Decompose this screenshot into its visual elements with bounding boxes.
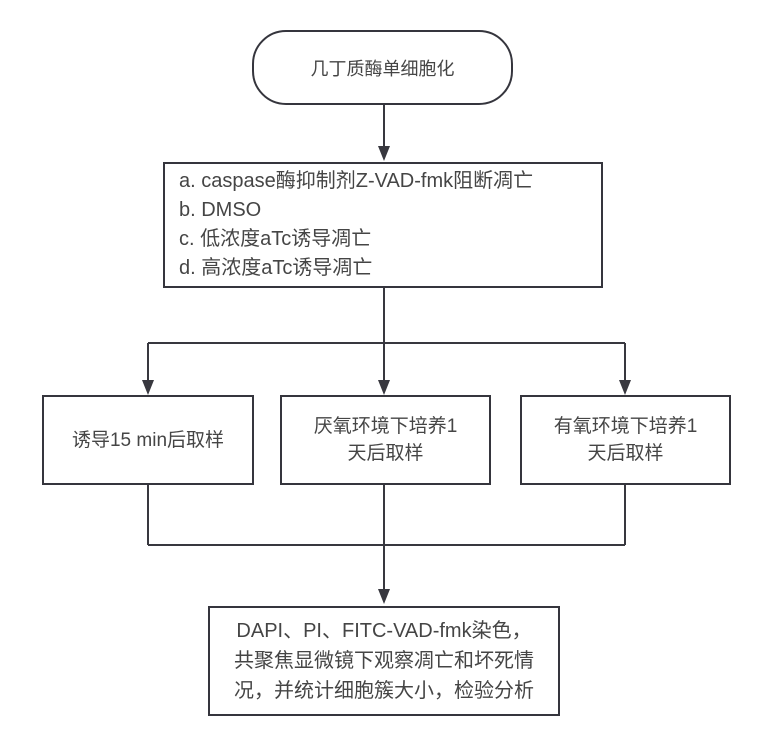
condition-item-a: a. caspase酶抑制剂Z-VAD-fmk阻断凋亡 bbox=[179, 170, 534, 192]
condition-item-d: d. 高浓度aTc诱导凋亡 bbox=[179, 257, 373, 279]
branch-aerobic-label-line1: 有氧环境下培养1 bbox=[553, 416, 698, 437]
start-node: 几丁质酶单细胞化 bbox=[252, 30, 513, 105]
arrowhead-down-icon bbox=[378, 380, 390, 395]
treatment-conditions-node: a. caspase酶抑制剂Z-VAD-fmk阻断凋亡 b. DMSO c. 低… bbox=[163, 162, 603, 288]
final-analysis-line1: DAPI、PI、FITC-VAD-fmk染色， bbox=[236, 620, 532, 642]
branch-anaerobic-label-line2: 天后取样 bbox=[347, 443, 424, 464]
branch-sample-15min-node: 诱导15 min后取样 bbox=[42, 395, 254, 485]
arrowhead-down-icon bbox=[142, 380, 154, 395]
branch-aerobic-node: 有氧环境下培养1 天后取样 bbox=[520, 395, 731, 485]
branch-aerobic-label-line2: 天后取样 bbox=[587, 443, 664, 464]
arrowhead-down-icon bbox=[378, 146, 390, 161]
branch-anaerobic-label-line1: 厌氧环境下培养1 bbox=[313, 416, 458, 437]
branch-anaerobic-node: 厌氧环境下培养1 天后取样 bbox=[280, 395, 491, 485]
arrowhead-down-icon bbox=[619, 380, 631, 395]
start-node-label: 几丁质酶单细胞化 bbox=[310, 58, 455, 79]
connector-start-to-conditions bbox=[378, 105, 390, 161]
final-analysis-node: DAPI、PI、FITC-VAD-fmk染色， 共聚焦显微镜下观察凋亡和坏死情 … bbox=[208, 606, 560, 716]
branch-sample-15min-label: 诱导15 min后取样 bbox=[71, 429, 225, 451]
condition-item-c: c. 低浓度aTc诱导凋亡 bbox=[179, 228, 372, 250]
connector-branches-to-final bbox=[147, 485, 626, 604]
connector-conditions-to-branches bbox=[142, 288, 631, 395]
condition-item-b: b. DMSO bbox=[179, 199, 262, 221]
final-analysis-line3: 况，并统计细胞簇大小，检验分析 bbox=[234, 680, 534, 702]
final-analysis-line2: 共聚焦显微镜下观察凋亡和坏死情 bbox=[234, 650, 534, 672]
arrowhead-down-icon bbox=[378, 589, 390, 604]
